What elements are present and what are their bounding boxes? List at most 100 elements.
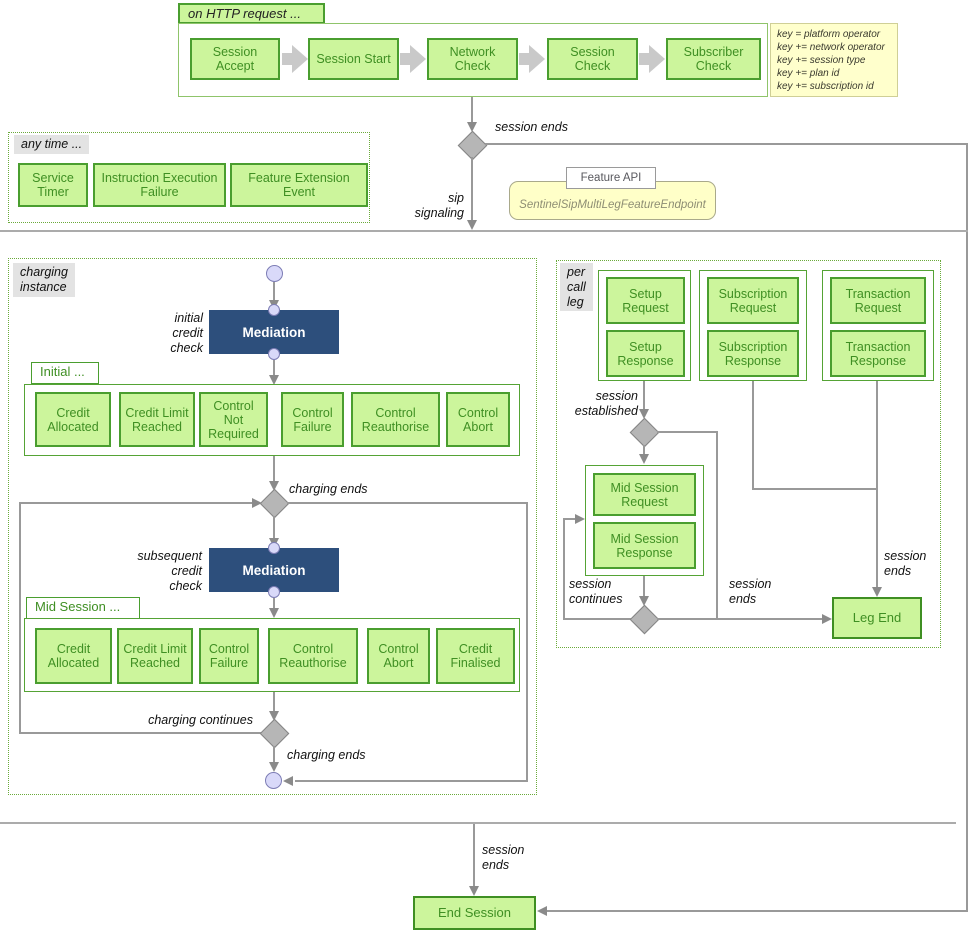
event-credit-allocated: Credit Allocated [35,628,112,684]
any-time-label: any time ... [14,135,90,154]
connector [273,456,275,481]
connector [643,576,645,596]
charging-ends-label: charging ends [289,482,368,496]
event-control-failure: Control Failure [199,628,259,684]
note-line: key += network operator [777,42,885,53]
arrowhead-icon [252,498,262,508]
event-subscription-request: Subscription Request [707,277,799,324]
state-circle [268,542,280,554]
charging-continues-label: charging continues [148,713,253,727]
connector [547,910,968,912]
connector [19,732,262,734]
event-session-check: Session Check [547,38,638,80]
event-credit-allocated: Credit Allocated [35,392,111,447]
flow-arrow-icon [519,45,545,73]
connector [273,360,275,375]
per-call-leg-box [556,260,941,648]
connector [485,143,968,145]
connector [966,143,968,912]
lane-divider [0,230,968,232]
event-session-accept: Session Accept [190,38,280,80]
event-mid-session-response: Mid Session Response [593,522,696,569]
arrowhead-icon [537,906,547,916]
event-instruction-execution-failure: Instruction Execution Failure [93,163,226,207]
lane-divider [0,822,956,824]
event-control-failure: Control Failure [281,392,344,447]
arrowhead-icon [467,220,477,230]
feature-endpoint-box [509,181,716,220]
connector [563,618,631,620]
event-subscription-response: Subscription Response [707,330,799,377]
note-line: key = platform operator [777,29,881,40]
connector [295,780,528,782]
end-circle [265,772,282,789]
subsequent-credit-check-label: subsequent credit check [137,549,202,593]
note-line: key += plan id [777,68,840,79]
arrowhead-icon [269,608,279,618]
connector [19,502,253,504]
arrowhead-icon [639,596,649,606]
per-call-leg-label: per call leg [560,263,593,312]
connector [752,381,754,489]
flow-arrow-icon [400,45,426,73]
connector [273,598,275,608]
session-ends-label: session ends [729,577,772,606]
any-time-box [8,132,370,223]
on-http-request-label: on HTTP request ... [178,3,325,24]
connector [876,381,878,587]
session-continues-label: session continues [569,577,623,606]
session-ends-label: session ends [482,843,525,872]
connector [19,502,21,733]
connector [657,431,717,433]
event-service-timer: Service Timer [18,163,88,207]
flow-arrow-icon [282,45,308,73]
event-credit-finalised: Credit Finalised [436,628,515,684]
event-control-reauthorise: Control Reauthorise [268,628,358,684]
event-subscriber-check: Subscriber Check [666,38,761,80]
sip-signaling-label: sip signaling [414,191,464,220]
arrowhead-icon [822,614,832,624]
event-transaction-response: Transaction Response [830,330,926,377]
arrowhead-icon [872,587,882,597]
arrowhead-icon [639,409,649,419]
mid-session-tab: Mid Session ... [26,597,140,619]
arrowhead-icon [269,375,279,385]
state-circle [268,348,280,360]
session-established-label: session established [574,389,638,418]
flow-arrow-icon [639,45,665,73]
arrowhead-icon [467,122,477,132]
event-network-check: Network Check [427,38,518,80]
event-feature-extension-event: Feature Extension Event [230,163,368,207]
connector [716,431,718,619]
event-credit-limit-reached: Credit Limit Reached [119,392,195,447]
connector [273,282,275,301]
connector [273,692,275,711]
event-setup-response: Setup Response [606,330,685,377]
connector [643,381,645,409]
initial-credit-check-label: initial credit check [170,311,203,355]
session-ends-label: session ends [884,549,927,578]
event-session-start: Session Start [308,38,399,80]
event-mid-session-request: Mid Session Request [593,473,696,516]
state-circle [268,586,280,598]
state-circle [268,304,280,316]
connector [471,97,473,122]
end-session-node: End Session [413,896,536,930]
charging-instance-box [8,258,537,795]
connector [473,824,475,886]
connector [273,746,275,762]
note-line: key += subscription id [777,81,874,92]
feature-endpoint-name: SentinelSipMultiLegFeatureEndpoint [519,199,706,211]
initial-tab: Initial ... [31,362,99,384]
start-circle [266,265,283,282]
connector [273,516,275,538]
leg-end-node: Leg End [832,597,922,639]
event-credit-limit-reached: Credit Limit Reached [117,628,193,684]
arrowhead-icon [469,886,479,896]
connector [752,488,878,490]
event-control-not-required: Control Not Required [199,392,268,447]
connector [526,502,528,782]
charging-instance-label: charging instance [13,263,75,297]
event-setup-request: Setup Request [606,277,685,324]
